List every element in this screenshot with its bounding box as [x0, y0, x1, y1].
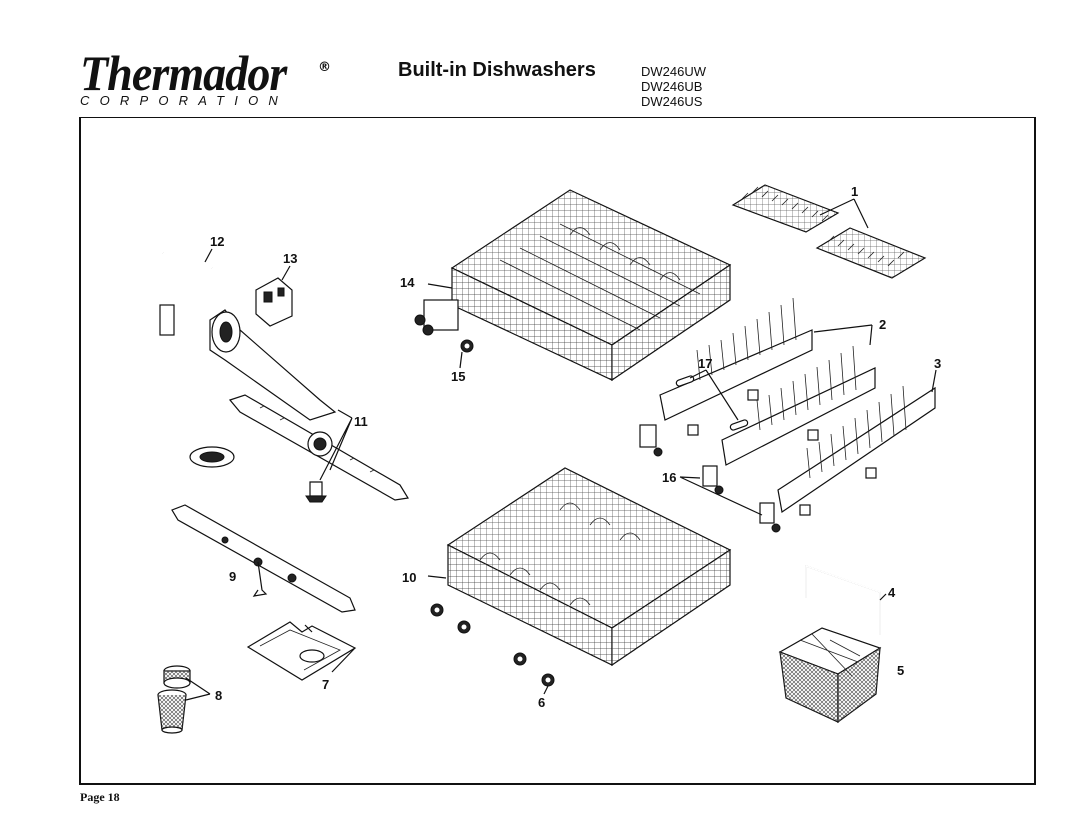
callout-5: 5: [897, 663, 904, 678]
upper-rack-icon: [423, 189, 732, 382]
callout-12: 12: [210, 234, 224, 249]
callout-4: 4: [888, 585, 896, 600]
callout-1: 1: [851, 184, 858, 199]
callout-17: 17: [698, 356, 712, 371]
callout-9: 9: [229, 569, 236, 584]
cup-shelf-icon: [731, 184, 927, 279]
brand-logo: Thermador: [80, 45, 287, 101]
callout-8: 8: [215, 688, 222, 703]
brand-subtitle: CORPORATION: [80, 93, 289, 108]
callout-6: 6: [538, 695, 545, 710]
spray-tube-icon: [209, 309, 337, 421]
lower-spray-arm-icon: [171, 504, 356, 613]
callout-11: 11: [354, 414, 368, 429]
filter-plate-icon: [246, 621, 357, 681]
rack-wheel-icon: [414, 314, 474, 353]
diagram-frame: [79, 117, 1036, 785]
tine-row-icon: [659, 297, 876, 466]
page-number: Page 18: [80, 790, 120, 804]
model-number: DW246UB: [641, 79, 703, 94]
clip-icon: [639, 424, 781, 533]
model-list: DW246UW DW246UB DW246US: [641, 64, 706, 109]
supply-tube-icon: [159, 251, 235, 468]
basket-handle-icon: [805, 564, 881, 635]
bracket-icon: [255, 277, 293, 327]
pin-icon: [675, 375, 749, 431]
callout-2: 2: [879, 317, 886, 332]
lower-rack-icon: [446, 467, 732, 667]
callout-3: 3: [934, 356, 941, 371]
callout-14: 14: [400, 275, 415, 290]
tine-row-icon: [777, 385, 936, 516]
upper-spray-arm-icon: [228, 394, 409, 503]
callout-13: 13: [283, 251, 297, 266]
silverware-basket-icon: [778, 627, 882, 724]
callout-10: 10: [402, 570, 416, 585]
callout-15: 15: [451, 369, 465, 384]
registered-mark: ®: [318, 60, 331, 75]
callout-7: 7: [322, 677, 329, 692]
model-number: DW246UW: [641, 64, 707, 79]
model-number: DW246US: [641, 94, 703, 109]
callout-16: 16: [662, 470, 676, 485]
page-title: Built-in Dishwashers: [398, 59, 596, 81]
filter-cup-icon: [157, 665, 191, 734]
